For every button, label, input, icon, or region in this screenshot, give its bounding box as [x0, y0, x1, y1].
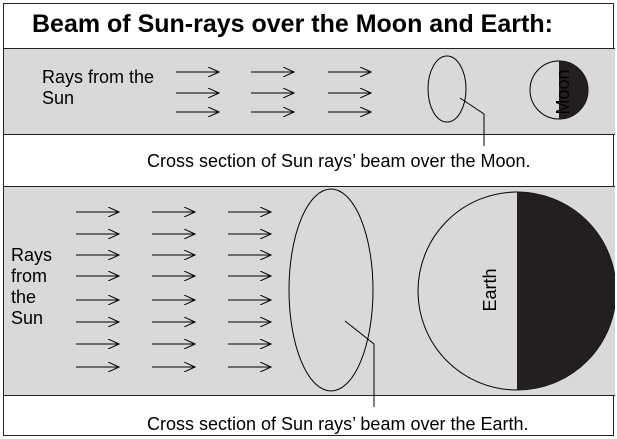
earth-beam-ellipse [288, 188, 374, 392]
earth-body-label: Earth [480, 268, 500, 311]
earth-rays-label-line-3: the [11, 287, 37, 307]
diagram-frame: Beam of Sun-rays over the Moon and Earth… [3, 3, 615, 436]
moon-caption: Cross section of Sun rays’ beam over the… [147, 151, 531, 171]
moon-leader-line [459, 97, 485, 146]
earth-shadow [517, 192, 615, 390]
moon-shadow [559, 61, 588, 119]
moon: Moon [529, 60, 589, 120]
earth-rays-label-line-1: Rays [11, 245, 53, 265]
earth-rays-label-line-4: Sun [11, 308, 44, 328]
diagram-artwork: Moon Earth [76, 55, 615, 407]
moon-body-label: Moon [553, 69, 573, 114]
moon-ray-arrows [176, 72, 371, 112]
earth-leader-line [344, 320, 375, 407]
earth-caption: Cross section of Sun rays’ beam over the… [147, 414, 529, 434]
earth: Earth [417, 191, 615, 391]
earth-ray-arrows [76, 212, 271, 367]
earth-rays-label: Rays from the Sun [11, 245, 71, 329]
moon-panel [4, 48, 615, 135]
diagram-title: Beam of Sun-rays over the Moon and Earth… [32, 10, 553, 38]
moon-rays-label: Rays from the Sun [42, 67, 155, 108]
moon-beam-ellipse [427, 55, 467, 123]
earth-rays-label-line-2: from [11, 266, 47, 286]
